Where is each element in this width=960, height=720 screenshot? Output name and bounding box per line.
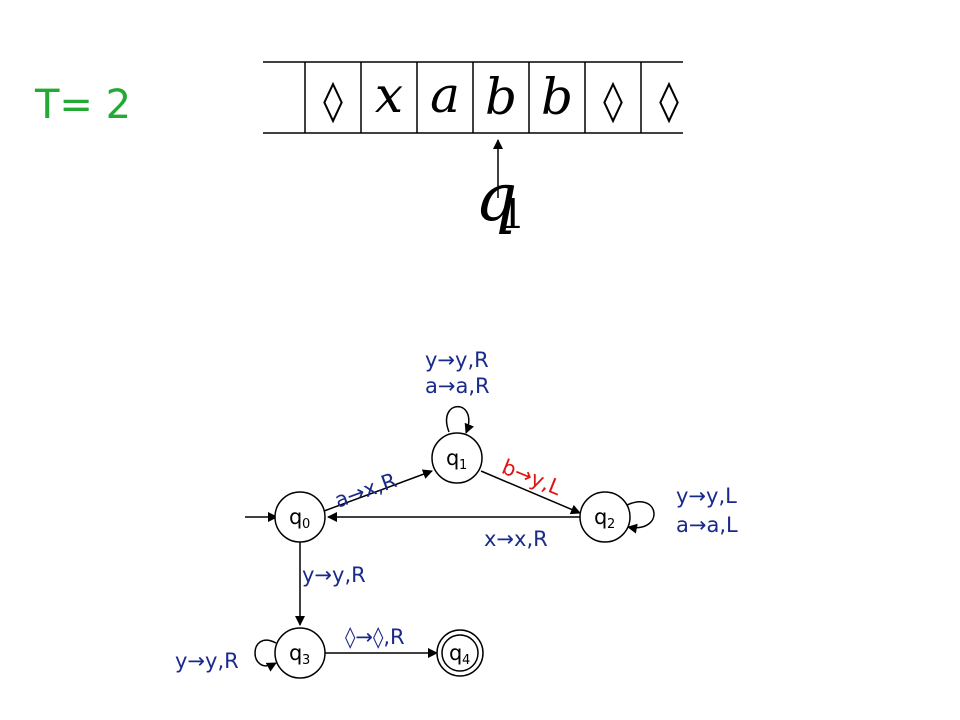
tape-cell-3: a — [430, 66, 460, 124]
state-q0-label: q — [289, 505, 302, 529]
tape-cell-1: ◊ — [323, 78, 343, 124]
edge-q1-q2 — [480, 470, 581, 515]
label-q3-loop: y→y,R — [175, 649, 239, 673]
state-q2 — [579, 491, 631, 543]
step-label: T= 2 — [34, 82, 131, 128]
state-q1-sub: 1 — [459, 458, 467, 473]
tape-cell-6: ◊ — [603, 78, 623, 124]
head-state-sub: 1 — [500, 192, 525, 238]
tape: ◊ x a b b ◊ ◊ — [263, 61, 683, 134]
label-q1-loop-1: y→y,R — [425, 348, 489, 372]
state-q2-sub: 2 — [607, 517, 615, 532]
label-q0-q1: a→x,R — [331, 468, 400, 513]
edge-q0-q1 — [323, 469, 433, 512]
tape-cell-4: b — [485, 68, 517, 126]
label-q2-loop-2: a→a,L — [676, 513, 738, 537]
state-q0-sub: 0 — [302, 517, 310, 532]
state-q3-sub: 3 — [302, 653, 310, 668]
state-q3-label: q — [289, 641, 302, 665]
label-q2-q0: x→x,R — [484, 527, 548, 551]
state-q4-sub: 4 — [462, 653, 470, 668]
state-q1-label: q — [446, 446, 459, 470]
state-q4-inner — [441, 634, 479, 672]
label-q1-loop-2: a→a,R — [425, 374, 490, 398]
state-diagram: q 0 q 1 q 2 q 3 q 4 y→y,R a→a,R a→x,R b→… — [175, 348, 738, 679]
label-q1-q2: b→y,L — [499, 455, 566, 500]
loop-q3 — [254, 639, 277, 672]
state-q4-label: q — [449, 641, 462, 665]
loop-q1 — [446, 406, 474, 434]
state-q3 — [274, 627, 326, 679]
state-q2-label: q — [594, 505, 607, 529]
label-q2-loop-1: y→y,L — [676, 484, 737, 508]
read-head: q 1 — [475, 139, 525, 238]
tape-cell-2: x — [375, 66, 403, 124]
label-q0-q3: y→y,R — [302, 563, 366, 587]
tape-cell-7: ◊ — [659, 78, 679, 124]
state-q0 — [274, 491, 326, 543]
state-q1 — [431, 432, 483, 484]
tape-cell-5: b — [541, 68, 573, 126]
loop-q2 — [624, 501, 655, 534]
state-q4-outer — [436, 629, 484, 677]
label-q3-q4: ◊→◊,R — [345, 625, 405, 649]
head-state-label: q — [475, 159, 517, 236]
